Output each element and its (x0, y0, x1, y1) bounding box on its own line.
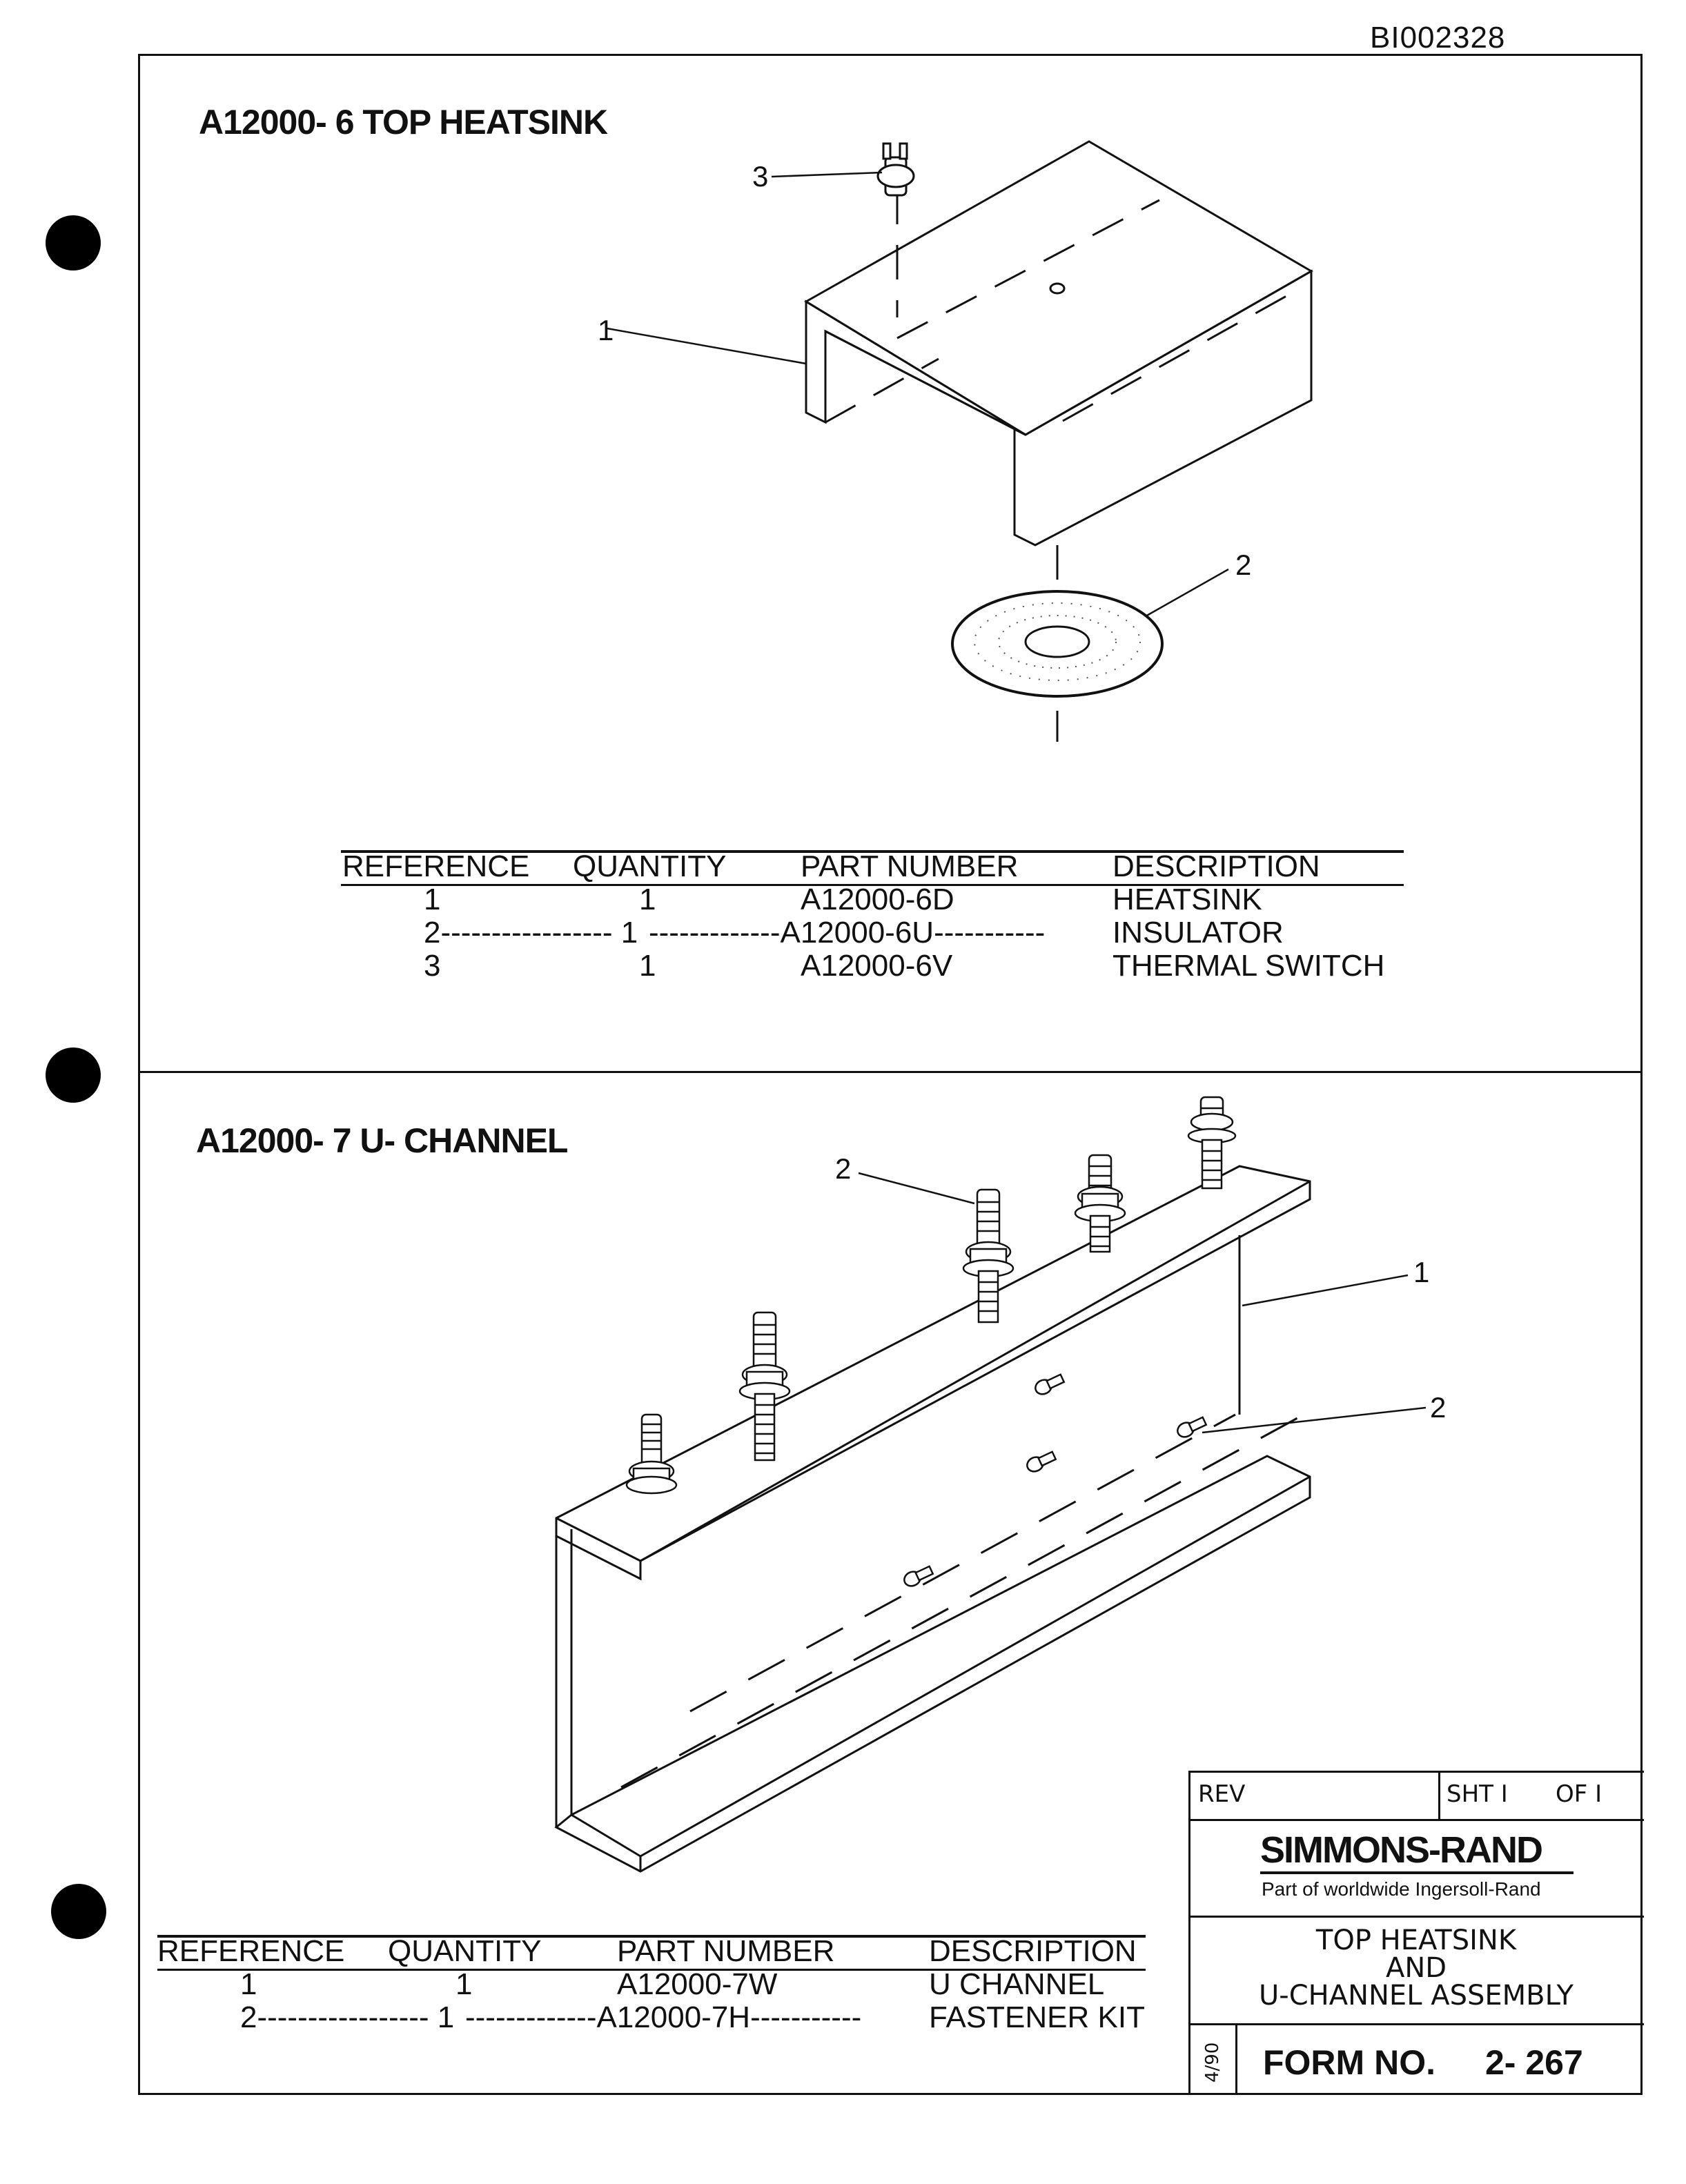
mounting-hole (1049, 282, 1066, 295)
screw-icon (903, 1565, 934, 1587)
header-description: DESCRIPTION (929, 1934, 1137, 1968)
table-row-ref: 1 (424, 883, 441, 916)
table-row-part: -------------A12000-6U----------- (649, 916, 1046, 950)
header-part-number: PART NUMBER (801, 849, 1019, 883)
table-row-part: A12000-6V (801, 949, 953, 983)
table-row-desc: INSULATOR (1112, 916, 1284, 950)
heatsink-drawing (607, 140, 1313, 742)
table-row-qty: 1 (639, 883, 656, 916)
parts-table-header (341, 850, 1404, 886)
callout-1: 1 (598, 314, 614, 346)
sheet-label: SHT I (1447, 1780, 1508, 1808)
table-row-ref: 3 (424, 949, 441, 983)
callout-2: 2 (1235, 549, 1252, 581)
of-label: OF I (1556, 1780, 1602, 1808)
drawing-title: TOP HEATSINK AND U-CHANNEL ASSEMBLY (1188, 1927, 1644, 2009)
stud-icon (625, 1413, 678, 1495)
form-number: 2- 267 (1485, 2043, 1583, 2082)
heatsink-front-flange (1013, 269, 1313, 547)
binder-hole (51, 1884, 106, 1939)
header-quantity: QUANTITY (388, 1934, 542, 1968)
binder-hole (46, 215, 101, 270)
header-description: DESCRIPTION (1112, 849, 1320, 883)
drawing-title-line: U-CHANNEL ASSEMBLY (1259, 1980, 1574, 2011)
table-row-qty: 1 (639, 949, 656, 983)
document-id: BI002328 (1370, 21, 1506, 55)
table-row-part: A12000-7W (617, 1967, 778, 2001)
section-divider (138, 1071, 1643, 1073)
stud-icon (738, 1311, 791, 1462)
brand-subtitle: Part of worldwide Ingersoll-Rand (1262, 1878, 1541, 1900)
table-row-qty: 1 (455, 1967, 473, 2001)
table-row-ref: 1 (240, 1967, 257, 2001)
header-quantity: QUANTITY (573, 849, 727, 883)
header-part-number: PART NUMBER (617, 1934, 835, 1968)
table-row-ref: 2----------------- 1 (240, 2000, 455, 2034)
stud-icon (1074, 1154, 1126, 1253)
callout-3: 3 (752, 160, 769, 193)
brand-logo: SIMMONS-RAND (1260, 1829, 1543, 1871)
section1-title: A12000- 6 TOP HEATSINK (199, 103, 608, 141)
table-row-ref: 2----------------- 1 (424, 916, 638, 950)
table-row-desc: FASTENER KIT (929, 2000, 1145, 2034)
callout-1: 1 (1413, 1256, 1430, 1288)
insulator-disc (951, 590, 1164, 698)
parts-table-2: REFERENCE QUANTITY PART NUMBER DESCRIPTI… (157, 1935, 1146, 2045)
channel-top-flange (555, 1165, 1311, 1581)
screw-icon (1177, 1416, 1208, 1438)
callout-2: 2 (835, 1152, 852, 1185)
table-row-desc: U CHANNEL (929, 1967, 1105, 2001)
stud-icon (962, 1188, 1014, 1324)
table-row-part: A12000-6D (801, 883, 954, 916)
parts-table-1: REFERENCE QUANTITY PART NUMBER DESCRIPTI… (341, 850, 1404, 988)
thermal-switch-icon (876, 142, 915, 197)
table-row-part: -------------A12000-7H----------- (465, 2000, 862, 2034)
heatsink-left-flange (805, 299, 1026, 436)
stud-icon (1187, 1096, 1237, 1190)
binder-hole (46, 1047, 101, 1103)
title-block: REV SHT I OF I SIMMONS-RAND Part of worl… (1188, 1771, 1644, 2095)
form-label: FORM NO. (1263, 2043, 1435, 2082)
u-channel-drawing (554, 1096, 1427, 1873)
screw-icon (1035, 1373, 1066, 1395)
parts-table-header (157, 1935, 1146, 1971)
header-reference: REFERENCE (157, 1934, 345, 1968)
drawing-title-line: TOP HEATSINK (1315, 1925, 1517, 1956)
drawing-title-line: AND (1385, 1952, 1447, 1984)
section2-title: A12000- 7 U- CHANNEL (196, 1121, 568, 1160)
table-row-desc: THERMAL SWITCH (1112, 949, 1385, 983)
screw-icon (1026, 1450, 1057, 1473)
header-reference: REFERENCE (342, 849, 530, 883)
drawing-frame (138, 54, 1643, 2095)
table-row-desc: HEATSINK (1112, 883, 1262, 916)
rev-label: REV (1198, 1780, 1246, 1808)
revision-date: 4/90 (1202, 2042, 1223, 2083)
callout-2: 2 (1430, 1391, 1447, 1424)
